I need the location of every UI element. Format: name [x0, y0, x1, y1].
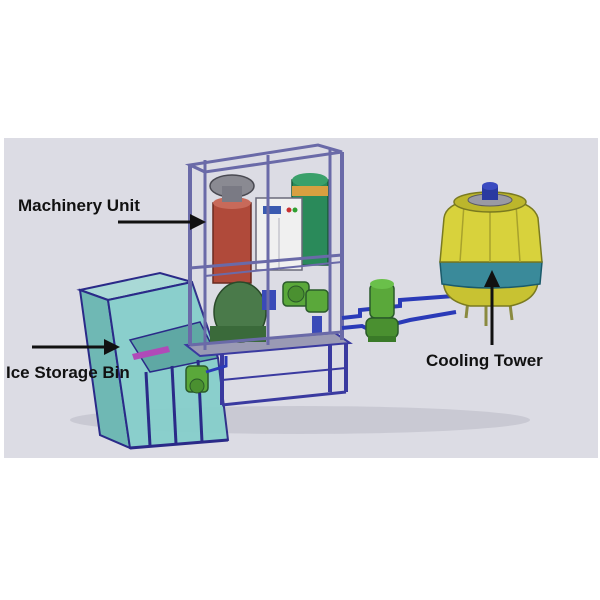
evaporator-tank: [212, 202, 252, 284]
control-panel-screen: [263, 206, 281, 214]
machinery-valve: [312, 316, 322, 334]
label-cooling-tower: Cooling Tower: [426, 351, 543, 370]
machinery-frame-rail: [189, 330, 343, 347]
circulation-pump: [365, 279, 399, 342]
bin-pipe: [205, 356, 228, 374]
control-lamp: [292, 207, 298, 213]
pump-motor-cap: [370, 279, 394, 289]
bin-hopper: [128, 321, 220, 373]
machinery-frame-rail: [189, 163, 206, 174]
machinery-pump-flange: [287, 285, 305, 303]
bin-frame-leg: [170, 365, 178, 445]
machinery-base-rail: [221, 367, 347, 381]
compressor-base: [210, 326, 266, 342]
tower-fan-motor: [482, 186, 498, 200]
bin-frame-leg: [144, 371, 152, 447]
machinery-frame-rail: [189, 253, 343, 270]
pump-housing: [365, 317, 399, 339]
machinery-unit: [183, 143, 353, 407]
bin-outlet: [132, 346, 170, 360]
machinery-base-rail: [221, 390, 347, 407]
label-ice-storage-bin: Ice Storage Bin: [6, 363, 130, 382]
control-lamp: [286, 207, 292, 213]
bin-frame-rail: [129, 438, 229, 450]
pump-foot: [368, 336, 396, 342]
ice-storage-bin: [76, 271, 230, 450]
tower-rib: [459, 203, 465, 263]
arrow-head-ice-storage-bin: [104, 339, 120, 355]
tower-rib: [515, 203, 521, 263]
callout-cooling-tower: Cooling Tower: [426, 270, 543, 370]
machinery-pump: [305, 289, 329, 313]
condenser-band: [292, 186, 328, 196]
tower-fan-motor-cap: [482, 182, 498, 190]
bin-motor-flange: [189, 378, 205, 394]
arrow-head-cooling-tower: [484, 270, 500, 287]
callout-machinery-unit: Machinery Unit: [18, 196, 206, 230]
label-machinery-unit: Machinery Unit: [18, 196, 140, 215]
callout-ice-storage-bin: Ice Storage Bin: [6, 339, 130, 382]
condenser-top: [292, 173, 328, 187]
machinery-frame-rail: [204, 261, 343, 277]
pump-motor: [369, 283, 395, 319]
arrow-head-machinery-unit: [190, 214, 206, 230]
gear-housing-neck: [222, 186, 242, 202]
